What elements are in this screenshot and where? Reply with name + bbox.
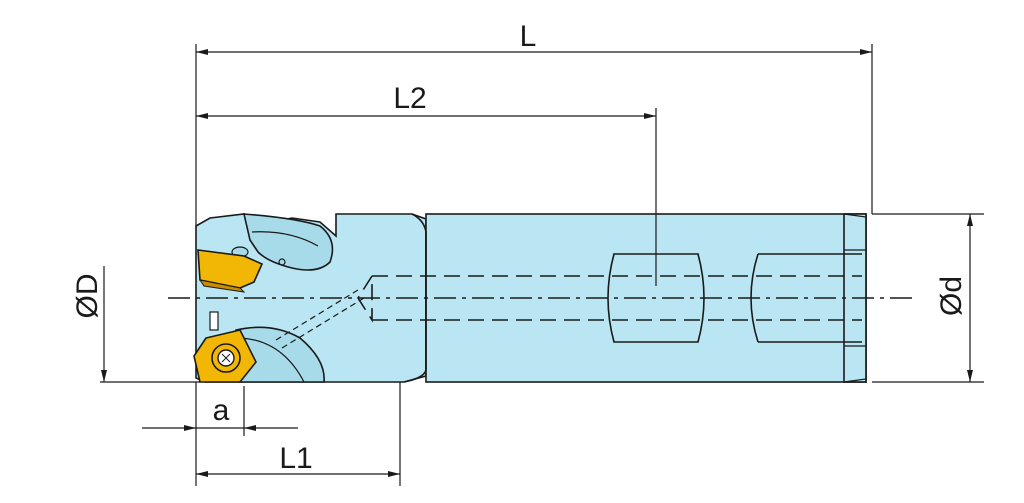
chip-pocket-top <box>242 213 334 271</box>
lower-insert <box>193 311 257 383</box>
weldon-flat-1 <box>607 253 705 343</box>
label-d: Ød <box>935 276 968 316</box>
coolant-channel-1 <box>275 289 359 341</box>
dimension-L1: L1 <box>196 442 400 477</box>
extension-lines <box>100 44 984 486</box>
pocket-dot <box>278 258 286 266</box>
dimension-L2: L2 <box>196 82 656 119</box>
flute-edge <box>239 337 305 383</box>
label-L: L <box>520 20 537 53</box>
label-a: a <box>213 394 230 427</box>
label-D: ØD <box>71 274 104 319</box>
neck-transition <box>403 213 427 383</box>
clamp-pin <box>209 311 219 331</box>
dimension-D: ØD <box>71 266 107 382</box>
label-L2: L2 <box>393 82 426 115</box>
chip-pocket-top-edge <box>251 231 319 247</box>
dimension-a: a <box>142 394 298 431</box>
label-L1: L1 <box>279 442 312 475</box>
upper-insert <box>197 249 264 293</box>
dimension-d: Ød <box>935 214 973 382</box>
coolant-channel-2 <box>281 297 365 349</box>
dimension-L: L <box>196 20 872 55</box>
